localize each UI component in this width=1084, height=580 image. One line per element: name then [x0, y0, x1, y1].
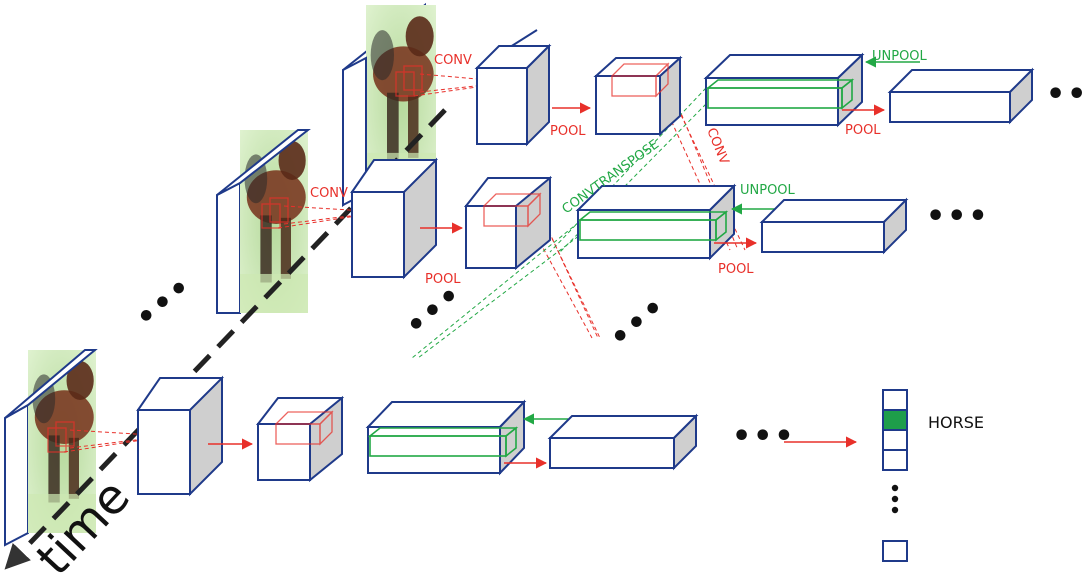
ellipsis-middle-right: •••	[926, 199, 990, 234]
conv-label-diagonal: CONV	[703, 126, 731, 167]
unpool-block	[703, 52, 865, 128]
conv-block	[474, 29, 552, 147]
ellipsis-mid-stack-2: •••	[603, 288, 674, 356]
top-row	[474, 29, 1035, 147]
conv-block	[136, 375, 224, 497]
pool-label-top-2: POOL	[845, 123, 881, 138]
output-cell	[882, 389, 908, 411]
output-vector	[882, 389, 908, 562]
unpool-block	[575, 183, 737, 261]
ellipsis-top-right: •••	[1046, 77, 1084, 112]
output-cell	[882, 540, 908, 562]
next-block	[759, 197, 909, 255]
middle-row	[350, 157, 909, 280]
bottom-row	[136, 375, 858, 497]
conv-label-top: CONV	[434, 53, 472, 68]
conv-label-middle: CONV	[310, 186, 348, 201]
conv-block	[350, 157, 438, 280]
pool-block	[593, 55, 683, 137]
ellipsis-left-frames: •••	[129, 268, 200, 336]
pool-block	[255, 395, 345, 483]
pool-block	[463, 175, 553, 271]
pool-label-top-1: POOL	[550, 124, 586, 139]
class-label-horse: HORSE	[928, 413, 984, 432]
input-frame-bottom	[4, 349, 98, 547]
unpool-label-middle: UNPOOL	[740, 183, 796, 198]
next-block	[547, 413, 699, 471]
output-cell	[882, 429, 908, 451]
pool-label-middle-1: POOL	[425, 272, 461, 287]
input-frame-top	[342, 2, 436, 208]
output-cell	[882, 449, 908, 471]
pool-label-middle-2: POOL	[718, 262, 754, 277]
unpool-block	[365, 399, 527, 476]
output-cell-horse	[882, 409, 908, 431]
unpool-label-top: UNPOOL	[872, 49, 928, 64]
next-block	[887, 67, 1035, 125]
input-frame-middle	[216, 129, 311, 314]
ellipsis-bottom-right: •••	[732, 419, 796, 454]
